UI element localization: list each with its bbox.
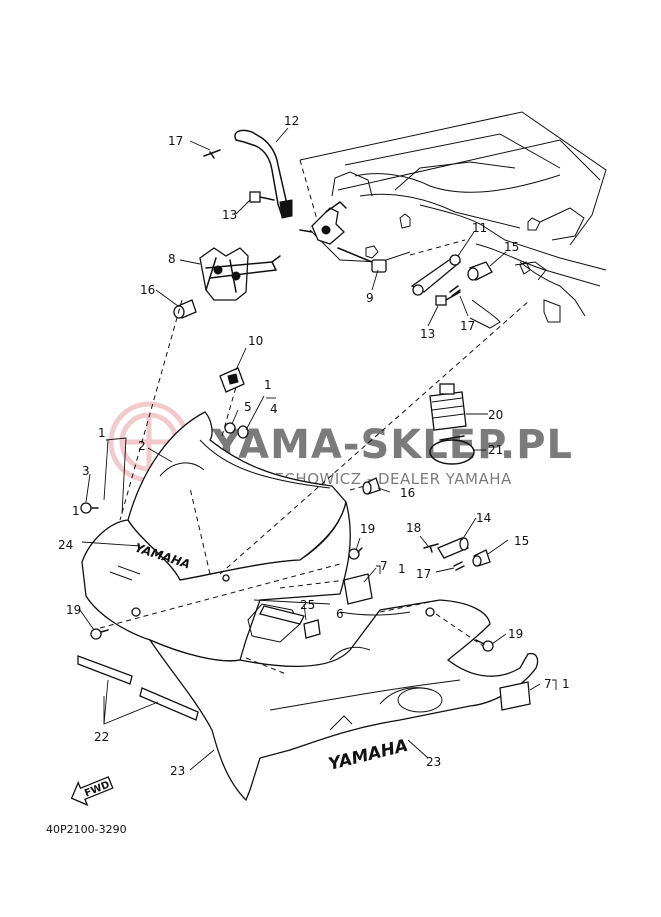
callout-14: 14 <box>476 511 491 525</box>
band-21 <box>429 435 475 465</box>
callout-12: 12 <box>284 114 299 128</box>
screw-3 <box>80 502 99 514</box>
shaft-14 <box>437 537 469 559</box>
spacer-15-top <box>467 261 493 281</box>
leader-lines <box>79 127 541 771</box>
callout-1c: 1 <box>72 504 80 518</box>
rod-12 <box>234 129 291 217</box>
callout-13a: 13 <box>222 208 237 222</box>
callout-1b: 1 <box>98 426 106 440</box>
callout-19c: 19 <box>508 627 523 641</box>
nut-10 <box>219 367 245 393</box>
callout-16b: 16 <box>400 486 415 500</box>
callout-16a: 16 <box>140 283 155 297</box>
pad-25 <box>259 605 305 625</box>
pad-7-lower <box>499 681 531 711</box>
collar-16-top <box>173 299 197 319</box>
decal-yamaha-lower: YAMAHA <box>326 736 410 775</box>
hardware-lower <box>80 367 494 652</box>
pin-17-lower <box>453 561 465 571</box>
callout-labels: 17 12 13 8 16 9 13 17 11 15 10 1 5 4 1 2… <box>58 114 570 778</box>
bolt-19-a <box>348 547 363 560</box>
washer-5 <box>224 422 236 434</box>
pin-17-mid <box>449 285 461 297</box>
callout-11: 11 <box>472 221 487 235</box>
callout-17c: 17 <box>416 567 431 581</box>
fwd-arrow-icon: FWD <box>70 776 114 807</box>
lower-cowl-23 <box>148 599 539 802</box>
callout-22: 22 <box>94 730 109 744</box>
callout-15b: 15 <box>514 534 529 548</box>
callout-15a: 15 <box>504 240 519 254</box>
callout-7b: 7 <box>544 677 552 691</box>
pad-6 <box>303 619 321 639</box>
collar-16-lower <box>362 477 381 495</box>
callout-7a: 7 <box>380 559 388 573</box>
clamp-bracket <box>299 201 347 245</box>
bolt-9 <box>337 247 387 273</box>
bracket-8 <box>199 247 281 301</box>
pad-7-upper <box>343 573 373 605</box>
callout-1e: 1 <box>562 677 570 691</box>
callout-17b: 17 <box>460 319 475 333</box>
damper-20 <box>429 383 467 431</box>
callout-5: 5 <box>244 400 252 414</box>
spoiler-22 <box>77 655 133 685</box>
stay-bracket-assembly <box>173 129 493 319</box>
callout-17a: 17 <box>168 134 183 148</box>
callout-2: 2 <box>138 439 146 453</box>
bolt-13-top <box>249 191 275 203</box>
callout-23b: 23 <box>426 755 441 769</box>
cowling-assembly: YAMAHA YAMAHA <box>77 299 539 802</box>
callout-3: 3 <box>82 464 90 478</box>
callout-23a: 23 <box>170 764 185 778</box>
callout-8: 8 <box>168 252 176 266</box>
callout-9: 9 <box>366 291 374 305</box>
callout-19b: 19 <box>66 603 81 617</box>
spacer-15-lower <box>472 549 491 567</box>
diagram-code: 40P2100-3290 <box>46 823 127 836</box>
callout-20: 20 <box>488 408 503 422</box>
callout-1a: 1 <box>264 378 272 392</box>
callout-4: 4 <box>270 402 278 416</box>
bolt-13-lower <box>435 291 461 306</box>
callout-13b: 13 <box>420 327 435 341</box>
grommet-4 <box>237 425 249 439</box>
pin-18 <box>423 543 439 553</box>
callout-18: 18 <box>406 521 421 535</box>
callout-1d: 1 <box>398 562 406 576</box>
arm-11 <box>410 254 462 296</box>
callout-21: 21 <box>488 443 503 457</box>
callout-10: 10 <box>248 334 263 348</box>
watermark-title: YAMA-SKLEP.PL <box>211 422 573 468</box>
bolt-19-b <box>90 628 109 640</box>
callout-6: 6 <box>336 607 344 621</box>
pin-17-top <box>203 149 221 159</box>
bolt-19-c <box>475 639 494 652</box>
frame-section <box>299 111 607 329</box>
callout-24: 24 <box>58 538 73 552</box>
callout-19a: 19 <box>360 522 375 536</box>
callout-25: 25 <box>300 598 315 612</box>
